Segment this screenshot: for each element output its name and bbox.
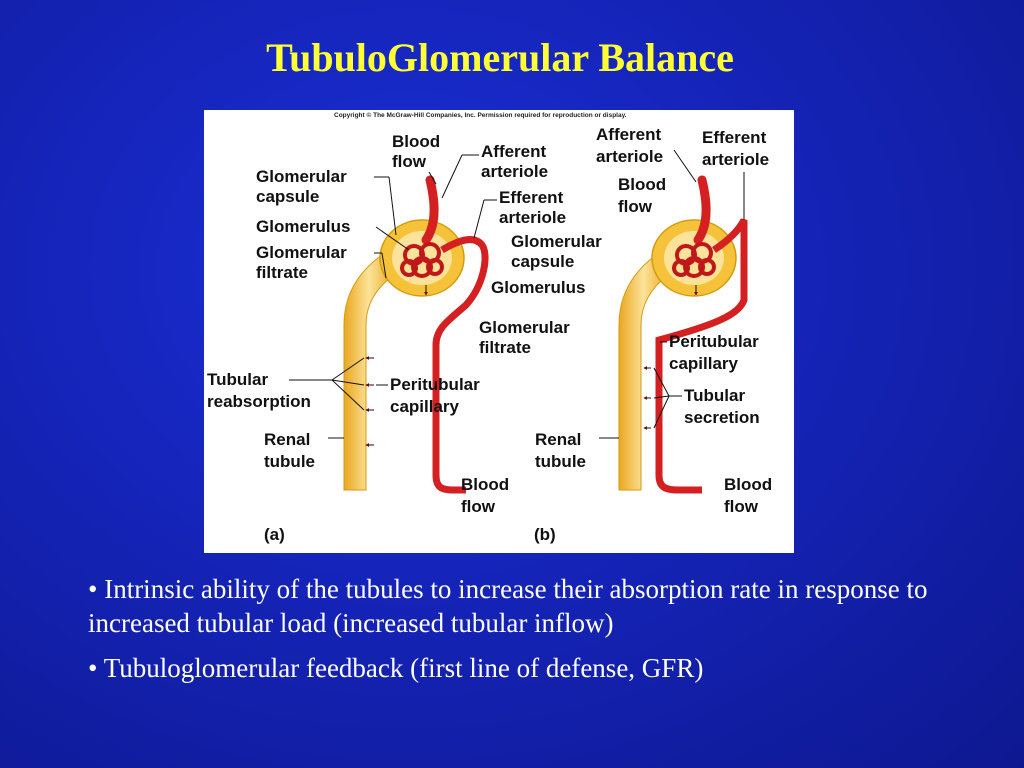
afferent-arteriole-b (693, 175, 711, 245)
renal-tubule-a (343, 254, 395, 491)
bullet-list: • Intrinsic ability of the tubules to in… (88, 572, 968, 695)
label-peritubular-b-2: capillary (669, 354, 739, 373)
glomerulus-a (400, 242, 444, 278)
label-efferent-b-2: arteriole (702, 150, 769, 169)
label-efferent-b-1: Efferent (702, 128, 767, 147)
label-afferent-b-1: Afferent (596, 125, 662, 144)
peritubular-capillary-b (655, 218, 748, 494)
label-blood-flow-out-a-1: Blood (461, 475, 509, 494)
panel-a: Blood flow Afferent arteriole Efferent a… (207, 132, 602, 544)
label-peritubular-a-2: capillary (390, 397, 460, 416)
label-tubular-secretion-2: secretion (684, 408, 760, 427)
panel-b: Afferent arteriole Efferent arteriole Bl… (534, 125, 772, 544)
label-peritubular-b-1: Peritubular (669, 332, 759, 351)
glomerulus-b (672, 242, 716, 278)
caption-panel-a: (a) (264, 525, 285, 544)
label-renal-tubule-a-2: tubule (264, 452, 315, 471)
afferent-arteriole-a (421, 175, 439, 245)
label-glom-filtrate-a-left-2: filtrate (256, 263, 308, 282)
label-blood-flow-in-b-1: Blood (618, 175, 666, 194)
label-peritubular-a-1: Peritubular (390, 375, 480, 394)
label-glom-filtrate-a-left-1: Glomerular (256, 243, 347, 262)
nephron-diagram-svg: Copyright © The McGraw-Hill Companies, I… (207, 111, 772, 544)
label-tubular-reabsorption-1: Tubular (207, 370, 268, 389)
nephron-diagram: Copyright © The McGraw-Hill Companies, I… (204, 110, 794, 553)
label-glom-capsule-a-left-1: Glomerular (256, 167, 347, 186)
label-blood-flow-in-a-2: flow (392, 152, 427, 171)
label-glomerulus-a-right: Glomerulus (491, 278, 585, 297)
bullet-item-1: • Intrinsic ability of the tubules to in… (88, 574, 928, 639)
label-efferent-a-1: Efferent (499, 188, 564, 207)
caption-panel-b: (b) (534, 525, 556, 544)
slide-title: TubuloGlomerular Balance (266, 35, 734, 80)
label-tubular-secretion-1: Tubular (684, 386, 745, 405)
label-glom-filtrate-a-right-1: Glomerular (479, 318, 570, 337)
renal-tubule-b (618, 254, 669, 491)
label-tubular-reabsorption-2: reabsorption (207, 392, 311, 411)
label-blood-flow-in-b-2: flow (618, 197, 653, 216)
label-renal-tubule-b-2: tubule (535, 452, 586, 471)
label-blood-flow-in-a-1: Blood (392, 132, 440, 151)
label-glom-capsule-a-left-2: capsule (256, 187, 319, 206)
label-afferent-b-2: arteriole (596, 147, 663, 166)
label-renal-tubule-b-1: Renal (535, 430, 581, 449)
peritubular-capillary-a (432, 236, 489, 494)
label-blood-flow-out-b-1: Blood (724, 475, 772, 494)
label-efferent-a-2: arteriole (499, 208, 566, 227)
bullet-item-2: • Tubuloglomerular feedback (first line … (88, 652, 704, 683)
label-glom-capsule-a-right-2: capsule (511, 252, 574, 271)
label-renal-tubule-a-1: Renal (264, 430, 310, 449)
label-glom-capsule-a-right-1: Glomerular (511, 232, 602, 251)
label-blood-flow-out-b-2: flow (724, 497, 759, 516)
label-glom-filtrate-a-right-2: filtrate (479, 338, 531, 357)
copyright-text: Copyright © The McGraw-Hill Companies, I… (334, 111, 627, 119)
label-afferent-a-2: arteriole (481, 162, 548, 181)
label-afferent-a-1: Afferent (481, 142, 547, 161)
label-glomerulus-a-left: Glomerulus (256, 217, 350, 236)
label-blood-flow-out-a-2: flow (461, 497, 496, 516)
